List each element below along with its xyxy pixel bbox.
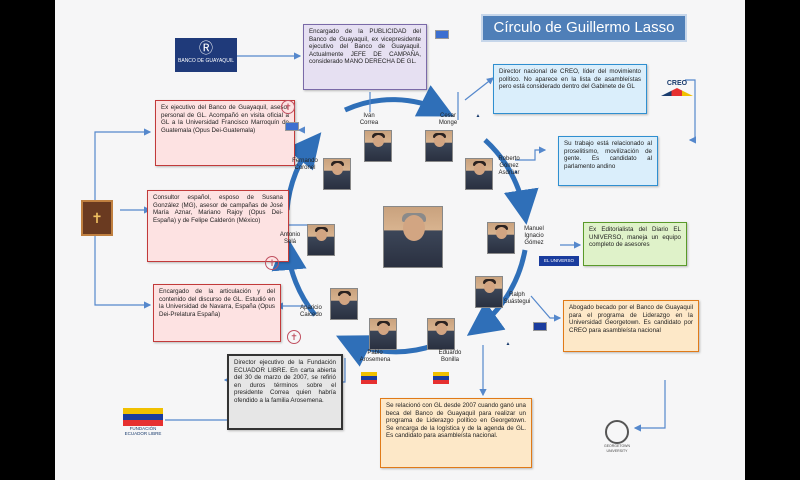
box-publicidad: Encargado de la PUBLICIDAD del Banco de … (303, 24, 427, 90)
photo-eduardo-bonilla (427, 318, 455, 350)
photo-ralph-suastegui (475, 276, 503, 308)
banco-guayaquil-logo: Ⓡ BANCO DE GUAYAQUIL (175, 38, 237, 72)
box-abogado: Abogado becado por el Banco de Guayaquil… (563, 300, 699, 352)
photo-pablo-arosemena (369, 318, 397, 350)
ecuador-libre-label: FUNDACIÓN ECUADOR LIBRE (124, 426, 162, 436)
name-cesar-monge: Cesar Monge (438, 113, 458, 126)
name-manuel-gomez: Manuel Ignacio Gómez (524, 226, 544, 246)
box-proselitismo: Su trabajo está relacionado al proseliti… (558, 136, 658, 186)
name-ivan-correa: Iván Correa (359, 113, 379, 126)
photo-ivan-correa (364, 130, 392, 162)
opus-dei-cross-icon: ✝ (287, 330, 301, 344)
name-ralph-suastegui: Ralph Suástegui (503, 292, 531, 305)
photo-aparicio-caicedo (330, 288, 358, 320)
ecuador-libre-logo: FUNDACIÓN ECUADOR LIBRE (123, 408, 163, 460)
opus-dei-seal-icon: ✝ (81, 200, 113, 236)
banco-guayaquil-label: BANCO DE GUAYAQUIL (178, 58, 234, 64)
creo-small-icon: ▲ (513, 169, 519, 175)
creo-small-icon: ▲ (475, 113, 481, 119)
georgetown-label: GEORGETOWN UNIVERSITY (604, 444, 630, 453)
box-consultor: Consultor español, esposo de Susana Gonz… (147, 190, 289, 262)
box-beca: Se relacionó con GL desde 2007 cuando ga… (380, 398, 532, 468)
name-fernando-coronel: Fernando Coronel (292, 158, 318, 171)
ecuador-libre-small-icon (361, 372, 377, 384)
box-articulacion: Encargado de la articulación y del conte… (153, 284, 281, 342)
opus-dei-cross-icon: ✝ (281, 100, 295, 114)
diagram-canvas: Círculo de Guillermo Lasso Encargado de … (55, 0, 745, 480)
ecuador-libre-small-icon (433, 372, 449, 384)
photo-manuel-gomez (487, 222, 515, 254)
creo-label: CREO (666, 80, 688, 87)
name-eduardo-bonilla: Eduardo Bonilla (438, 350, 462, 363)
photo-fernando-coronel (323, 158, 351, 190)
creo-logo: CREO (661, 80, 693, 96)
flag-icon (435, 30, 449, 39)
box-director-creo: Director nacional de CREO, líder del mov… (493, 64, 647, 114)
name-antonio-sola: Antonio Solá (279, 232, 301, 245)
name-pablo-arosemena: Pablo Arosemena (359, 350, 391, 363)
box-fundacion: Director ejecutivo de la Fundación ECUAD… (227, 354, 343, 430)
georgetown-logo: GEORGETOWN UNIVERSITY (599, 420, 635, 460)
photo-cesar-monge (425, 130, 453, 162)
creo-small-icon: ▲ (505, 341, 511, 347)
flag-icon (285, 122, 299, 131)
photo-antonio-sola (307, 224, 335, 256)
box-editorialista: Ex Editorialista del Diario EL UNIVERSO,… (583, 222, 687, 266)
photo-roberto-gomez (465, 158, 493, 190)
box-ex-ejecutivo: Ex ejecutivo del Banco de Guayaquil, ase… (155, 100, 295, 166)
name-roberto-gomez: Roberto Gómez Asdrúar (498, 156, 520, 176)
opus-dei-cross-icon: ✝ (265, 256, 279, 270)
flag-icon (533, 322, 547, 331)
photo-guillermo-lasso (383, 206, 443, 268)
diagram-title: Círculo de Guillermo Lasso (481, 14, 687, 42)
el-universo-logo: EL UNIVERSO (539, 256, 579, 266)
name-aparicio-caicedo: Aparicio Caicedo (299, 305, 322, 318)
